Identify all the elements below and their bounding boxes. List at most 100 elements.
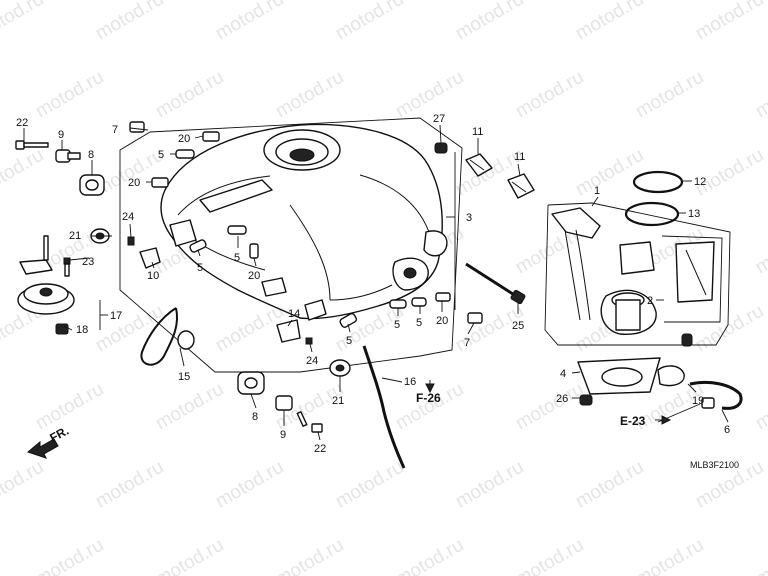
callout-17: 17 bbox=[110, 310, 122, 322]
assembly-frame-pump-inner bbox=[661, 235, 723, 323]
watermark-text: motod.ru bbox=[692, 301, 767, 357]
watermark-text: motod.ru bbox=[32, 379, 107, 435]
callout-20-b: 20 bbox=[128, 177, 140, 189]
clip-5-c bbox=[227, 225, 247, 235]
watermark-text: motod.ru bbox=[152, 535, 227, 576]
fuel-tank bbox=[160, 123, 448, 321]
callout-11-lower: 11 bbox=[514, 151, 525, 163]
callout-7-upper: 7 bbox=[112, 124, 118, 136]
ref-arrow-e23 bbox=[655, 415, 672, 425]
breather-hose-15 bbox=[140, 307, 195, 366]
watermark-text: motod.ru bbox=[152, 67, 227, 123]
watermark-text: motod.ru bbox=[752, 535, 768, 576]
watermark-text: motod.ru bbox=[92, 301, 167, 357]
callout-1: 1 bbox=[594, 185, 600, 197]
watermark-text: motod.ru bbox=[452, 457, 527, 513]
watermark-text: motod.ru bbox=[572, 457, 647, 513]
callout-21-lower: 21 bbox=[332, 395, 344, 407]
clip-5-e bbox=[389, 299, 407, 309]
collar-9-upper bbox=[55, 149, 81, 163]
callout-22-lower: 22 bbox=[314, 443, 326, 455]
ref-f26: F-26 bbox=[416, 391, 441, 405]
clip-20-c bbox=[249, 243, 259, 259]
callout-8-lower: 8 bbox=[252, 411, 258, 423]
callout-7-lower: 7 bbox=[464, 337, 470, 349]
callout-11-upper: 11 bbox=[472, 126, 483, 138]
watermark-text: motod.ru bbox=[752, 223, 768, 279]
clip-20-d bbox=[435, 292, 451, 302]
fuel-pump-assembly bbox=[551, 207, 715, 347]
stay-10 bbox=[127, 236, 161, 269]
watermark-text: motod.ru bbox=[212, 457, 287, 513]
callout-8-upper: 8 bbox=[88, 149, 94, 161]
screw-23 bbox=[63, 257, 71, 277]
callout-13: 13 bbox=[688, 208, 700, 220]
callout-9-lower: 9 bbox=[280, 429, 286, 441]
bolt-22-lower bbox=[296, 411, 323, 433]
watermark-text: motod.ru bbox=[92, 0, 167, 44]
callout-24-lower: 24 bbox=[306, 355, 318, 367]
ref-e23: E-23 bbox=[620, 414, 646, 428]
clip-5-b bbox=[189, 239, 207, 253]
nut-26 bbox=[579, 394, 593, 406]
callout-12: 12 bbox=[694, 176, 706, 188]
watermark-text: motod.ru bbox=[632, 535, 707, 576]
filter-11-lower bbox=[507, 173, 535, 199]
callout-21-upper: 21 bbox=[69, 230, 81, 242]
callout-26: 26 bbox=[556, 393, 568, 405]
diagram-code: MLB3F2100 bbox=[690, 460, 739, 470]
watermark-text: motod.ru bbox=[632, 67, 707, 123]
callout-20-a: 20 bbox=[178, 133, 190, 145]
callout-5-e: 5 bbox=[394, 319, 400, 331]
clip-5-a bbox=[175, 149, 195, 159]
hose-19 bbox=[657, 365, 743, 410]
watermark-text: motod.ru bbox=[272, 535, 347, 576]
grommet-8-upper bbox=[79, 174, 105, 196]
watermark-text: motod.ru bbox=[512, 535, 587, 576]
cushion-21-lower bbox=[329, 359, 351, 377]
callout-14: 14 bbox=[288, 308, 300, 320]
callout-6: 6 bbox=[724, 424, 730, 436]
callout-20-d: 20 bbox=[436, 315, 448, 327]
callout-24-upper: 24 bbox=[122, 211, 134, 223]
watermark-text: motod.ru bbox=[452, 0, 527, 44]
watermark-text: motod.ru bbox=[32, 535, 107, 576]
callout-16: 16 bbox=[404, 376, 416, 388]
watermark-text: motod.ru bbox=[512, 67, 587, 123]
filter-11-upper bbox=[465, 153, 493, 177]
callout-5-f: 5 bbox=[416, 317, 422, 329]
watermark-text: motod.ru bbox=[32, 67, 107, 123]
callout-10: 10 bbox=[147, 270, 159, 282]
watermark-text: motod.ru bbox=[572, 145, 647, 201]
watermark-text: motod.ru bbox=[692, 0, 767, 44]
watermark-text: motod.ru bbox=[512, 379, 587, 435]
watermark-text: motod.ru bbox=[152, 379, 227, 435]
clip-20-a bbox=[202, 131, 220, 142]
callout-2: 2 bbox=[647, 295, 653, 307]
watermark-text: motod.ru bbox=[392, 67, 467, 123]
clip-7-b bbox=[467, 312, 483, 324]
set-plate-4 bbox=[577, 357, 661, 395]
bracket-14 bbox=[276, 319, 313, 345]
callout-9-upper: 9 bbox=[58, 129, 64, 141]
ring-12 bbox=[632, 170, 684, 194]
watermark-text: motod.ru bbox=[0, 457, 47, 513]
callout-18: 18 bbox=[76, 324, 88, 336]
watermark-text: motod.ru bbox=[692, 145, 767, 201]
callout-15: 15 bbox=[178, 371, 190, 383]
clip-7-a bbox=[129, 121, 145, 133]
watermark-text: motod.ru bbox=[272, 67, 347, 123]
watermark-text: motod.ru bbox=[332, 0, 407, 44]
collar-9-lower bbox=[275, 395, 293, 411]
callout-23: 23 bbox=[82, 256, 94, 268]
watermark-text: motod.ru bbox=[752, 379, 768, 435]
callout-4: 4 bbox=[560, 368, 566, 380]
callout-5-c: 5 bbox=[234, 252, 240, 264]
bolt-22-upper bbox=[15, 140, 49, 150]
watermark-text: motod.ru bbox=[752, 67, 768, 123]
watermark-text: motod.ru bbox=[92, 457, 167, 513]
watermark-text: motod.ru bbox=[572, 0, 647, 44]
assembly-frame-pump bbox=[544, 202, 731, 346]
watermark-text: motod.ru bbox=[392, 535, 467, 576]
watermark-text: motod.ru bbox=[212, 301, 287, 357]
